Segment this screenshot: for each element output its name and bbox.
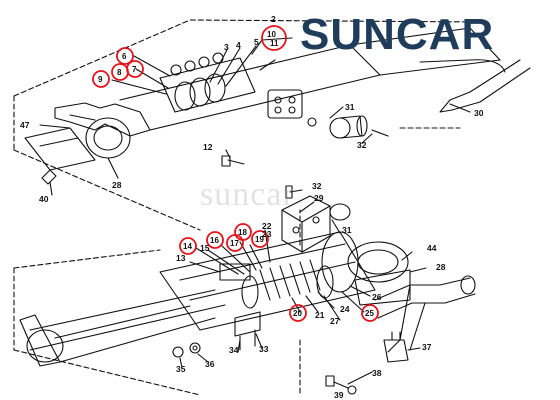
suncar-logo: SUNCAR — [300, 10, 495, 59]
part-label-40: 40 — [39, 194, 49, 204]
highlight-ring-18 — [234, 223, 252, 241]
part-label-17: 17 — [230, 239, 239, 248]
part-label-19: 19 — [255, 235, 264, 244]
part-label-6: 6 — [122, 52, 127, 61]
part-label-upper-2: 2 — [271, 14, 276, 24]
part-label-11: 11 — [270, 39, 279, 48]
part-label-8: 8 — [117, 68, 122, 77]
part-label-5: 5 — [254, 37, 259, 47]
part-label-26: 26 — [372, 292, 382, 302]
part-label-4: 4 — [236, 40, 241, 50]
part-label-38: 38 — [372, 368, 382, 378]
part-label-lower-32: 32 — [312, 181, 322, 191]
part-label-lower-28: 28 — [436, 262, 446, 272]
part-label-9: 9 — [98, 75, 103, 84]
part-label-25: 25 — [365, 309, 374, 318]
part-label-upper-28: 28 — [112, 180, 122, 190]
part-label-3: 3 — [224, 42, 229, 52]
part-label-20: 20 — [293, 309, 302, 318]
part-label-29: 29 — [314, 193, 324, 203]
part-label-37: 37 — [422, 342, 432, 352]
part-label-44: 44 — [427, 243, 437, 253]
highlight-ring-9 — [92, 70, 110, 88]
part-label-23: 23 — [262, 229, 272, 239]
part-label-18: 18 — [238, 228, 247, 237]
part-label-12: 12 — [203, 142, 213, 152]
highlight-ring-16 — [206, 231, 224, 249]
part-label-21: 21 — [315, 310, 325, 320]
part-label-upper-32: 32 — [357, 140, 367, 150]
highlight-circles — [92, 25, 379, 322]
lower-part-labels: 32 29 22 23 18 19 17 16 14 15 13 31 44 2… — [176, 181, 446, 400]
part-label-27: 27 — [330, 316, 340, 326]
part-label-24: 24 — [340, 304, 350, 314]
part-label-7: 7 — [132, 65, 137, 74]
part-label-16: 16 — [210, 236, 219, 245]
highlight-ring-19 — [251, 230, 269, 248]
highlight-ring-6 — [116, 47, 134, 65]
part-label-10: 10 — [267, 30, 276, 39]
upper-part-labels: 2 3 4 5 10 11 6 7 8 9 47 12 28 40 31 32 … — [20, 14, 484, 204]
part-label-22: 22 — [262, 221, 272, 231]
suncar-watermark: suncar — [200, 176, 295, 213]
part-label-30: 30 — [474, 108, 484, 118]
part-label-15: 15 — [200, 243, 210, 253]
part-label-upper-31: 31 — [345, 102, 355, 112]
highlight-ring-10-11 — [261, 25, 287, 51]
highlight-ring-25 — [361, 304, 379, 322]
part-label-39: 39 — [334, 390, 344, 400]
part-label-35: 35 — [176, 364, 186, 374]
highlight-ring-20 — [289, 304, 307, 322]
part-label-36: 36 — [205, 359, 215, 369]
highlight-ring-8 — [111, 63, 129, 81]
part-label-13: 13 — [176, 253, 186, 263]
part-label-34: 34 — [229, 345, 239, 355]
part-label-lower-31: 31 — [342, 225, 352, 235]
part-label-47: 47 — [20, 120, 30, 130]
part-label-33: 33 — [259, 344, 269, 354]
diagram-linework — [13, 19, 531, 396]
part-label-14: 14 — [183, 242, 192, 251]
highlight-ring-14 — [179, 237, 197, 255]
